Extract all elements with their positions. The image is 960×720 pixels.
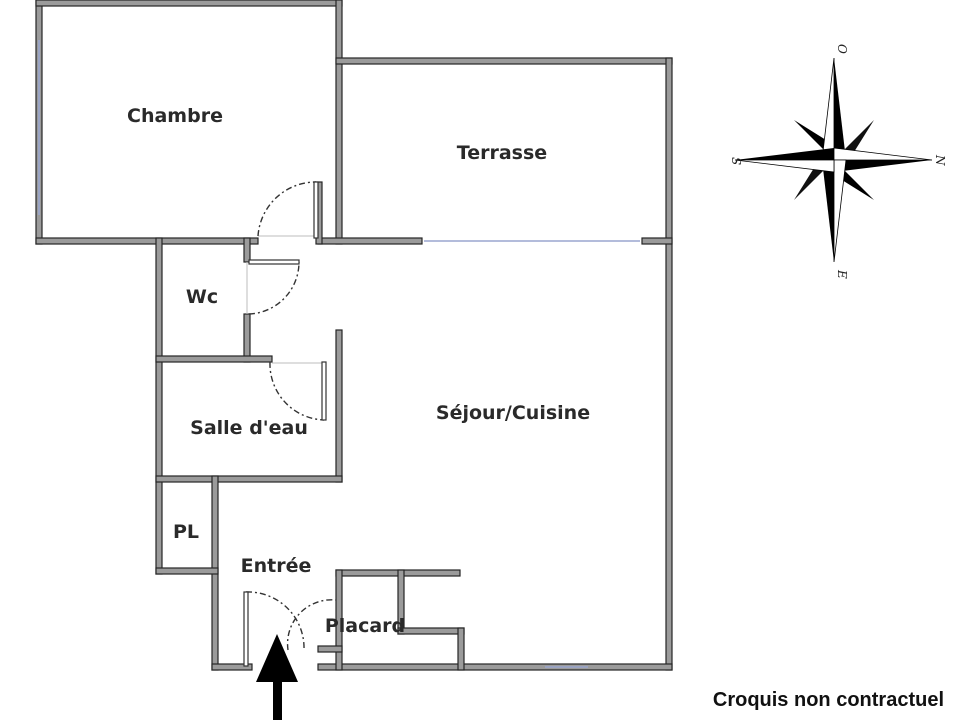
door-swing: [286, 599, 337, 651]
wall: [397, 627, 465, 635]
wall: [335, 57, 673, 65]
door-swing: [248, 261, 300, 315]
wall: [641, 237, 673, 245]
door-leaf: [248, 259, 300, 265]
doors: [243, 181, 337, 667]
room-label-entree: Entrée: [241, 555, 312, 577]
room-labels: Chambre Terrasse Wc Salle d'eau Séjour/C…: [127, 105, 590, 637]
wall: [155, 237, 163, 575]
compass-letter-south: S: [729, 157, 743, 165]
room-label-terrasse: Terrasse: [457, 142, 547, 164]
wall: [317, 237, 423, 245]
compass-rose-icon: O N S E: [729, 44, 947, 279]
door-leaf: [243, 591, 249, 667]
room-label-wc: Wc: [186, 286, 218, 308]
windows: [38, 40, 640, 668]
wall: [457, 627, 465, 671]
room-label-sejour: Séjour/Cuisine: [436, 402, 590, 424]
room-label-pl: PL: [173, 521, 199, 543]
walls: [35, 0, 673, 671]
compass-letter-north: N: [933, 154, 947, 166]
wall: [317, 645, 343, 653]
door-leaf: [313, 181, 319, 239]
wall: [665, 57, 673, 671]
wall: [335, 329, 343, 483]
wall: [35, 0, 343, 7]
room-label-salle-eau: Salle d'eau: [190, 417, 308, 439]
wall: [335, 0, 343, 245]
wall: [243, 313, 251, 363]
wall: [243, 237, 251, 263]
disclaimer-text: Croquis non contractuel: [712, 689, 944, 711]
entrance-arrow: [256, 634, 298, 720]
wall: [335, 569, 343, 671]
door-swing: [257, 181, 317, 237]
wall: [155, 567, 219, 575]
door-swing: [269, 361, 325, 421]
compass-letter-east: E: [835, 269, 849, 279]
room-label-chambre: Chambre: [127, 105, 223, 127]
wall: [211, 663, 253, 671]
door-leaf: [321, 361, 327, 421]
wall: [155, 475, 343, 483]
wall: [35, 237, 259, 245]
wall: [317, 663, 673, 671]
compass-letter-west: O: [835, 44, 849, 54]
room-label-placard: Placard: [325, 615, 405, 637]
wall: [155, 355, 273, 363]
door-swing: [245, 591, 305, 651]
